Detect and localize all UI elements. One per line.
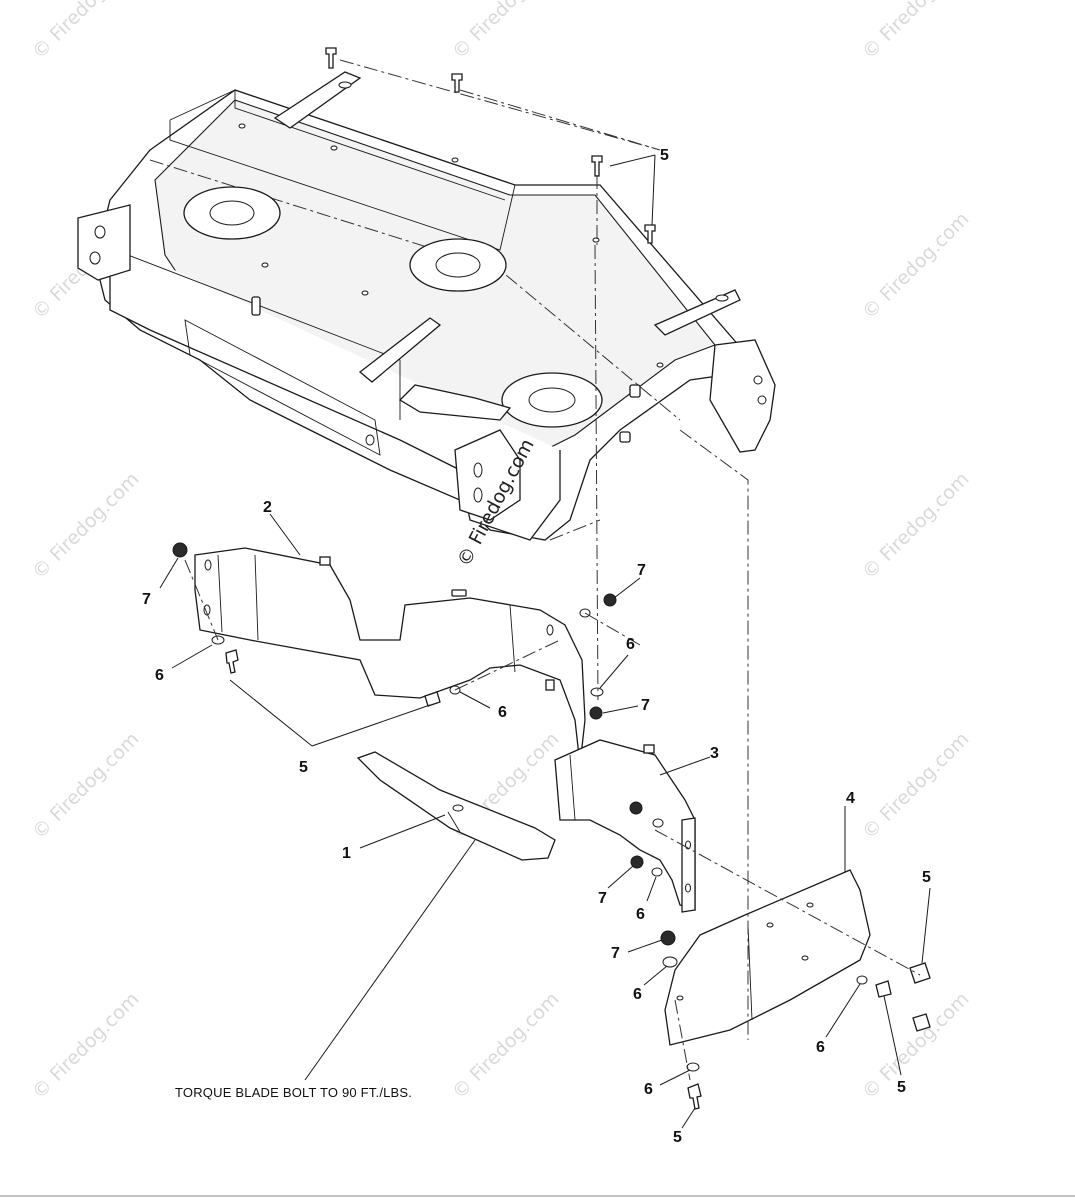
spindle-ring (501, 372, 603, 428)
hardware (172, 542, 931, 1110)
callout-label: 3 (710, 745, 719, 762)
callout-label: 6 (498, 704, 507, 721)
watermark: © Firedog.com (858, 468, 973, 583)
discharge-shield-part-4 (664, 869, 871, 1046)
callout-label: 7 (598, 890, 607, 907)
callout-label: 6 (816, 1039, 825, 1056)
callout-label: 6 (636, 906, 645, 923)
watermark: © Firedog.com (28, 0, 143, 64)
spindle-ring (183, 186, 281, 240)
callout-label: 6 (626, 636, 635, 653)
watermark: © Firedog.com (448, 988, 563, 1103)
alignment-lines (184, 244, 921, 1081)
callout-label: 5 (897, 1079, 906, 1096)
callout-label: 5 (922, 869, 931, 886)
watermark: © Firedog.com (858, 208, 973, 323)
watermark: © Firedog.com (858, 988, 973, 1103)
top-bolts (325, 47, 661, 245)
callout-label: 5 (299, 759, 308, 776)
callout-label: 6 (644, 1081, 653, 1098)
watermark: © Firedog.com (28, 988, 143, 1103)
callout-label: 7 (611, 945, 620, 962)
mower-deck (77, 71, 776, 541)
callout-label: 6 (155, 667, 164, 684)
callout-label: 5 (660, 147, 669, 164)
callout-label: 1 (342, 845, 351, 862)
watermark: © Firedog.com (858, 0, 973, 64)
leader-lines (159, 154, 931, 1129)
blade-part-1 (356, 751, 556, 861)
watermark: © Firedog.com (28, 468, 143, 583)
watermark: © Firedog.com (448, 0, 563, 64)
watermark: © Firedog.com (858, 728, 973, 843)
callout-label: 2 (263, 499, 272, 516)
callout-label: 7 (142, 591, 151, 608)
callout-label: 5 (673, 1129, 682, 1146)
torque-note: TORQUE BLADE BOLT TO 90 FT./LBS. (175, 1085, 412, 1100)
spindle-ring (409, 238, 507, 292)
callouts: 5 2 7 6 5 6 7 6 7 3 4 1 7 6 7 6 5 6 5 6 … (142, 147, 931, 1146)
callout-label: 4 (846, 790, 855, 807)
callout-label: 7 (637, 562, 646, 579)
watermark: © Firedog.com (28, 728, 143, 843)
callout-label: 7 (641, 697, 650, 714)
side-shield-part-3 (554, 739, 696, 913)
callout-label: 6 (633, 986, 642, 1003)
